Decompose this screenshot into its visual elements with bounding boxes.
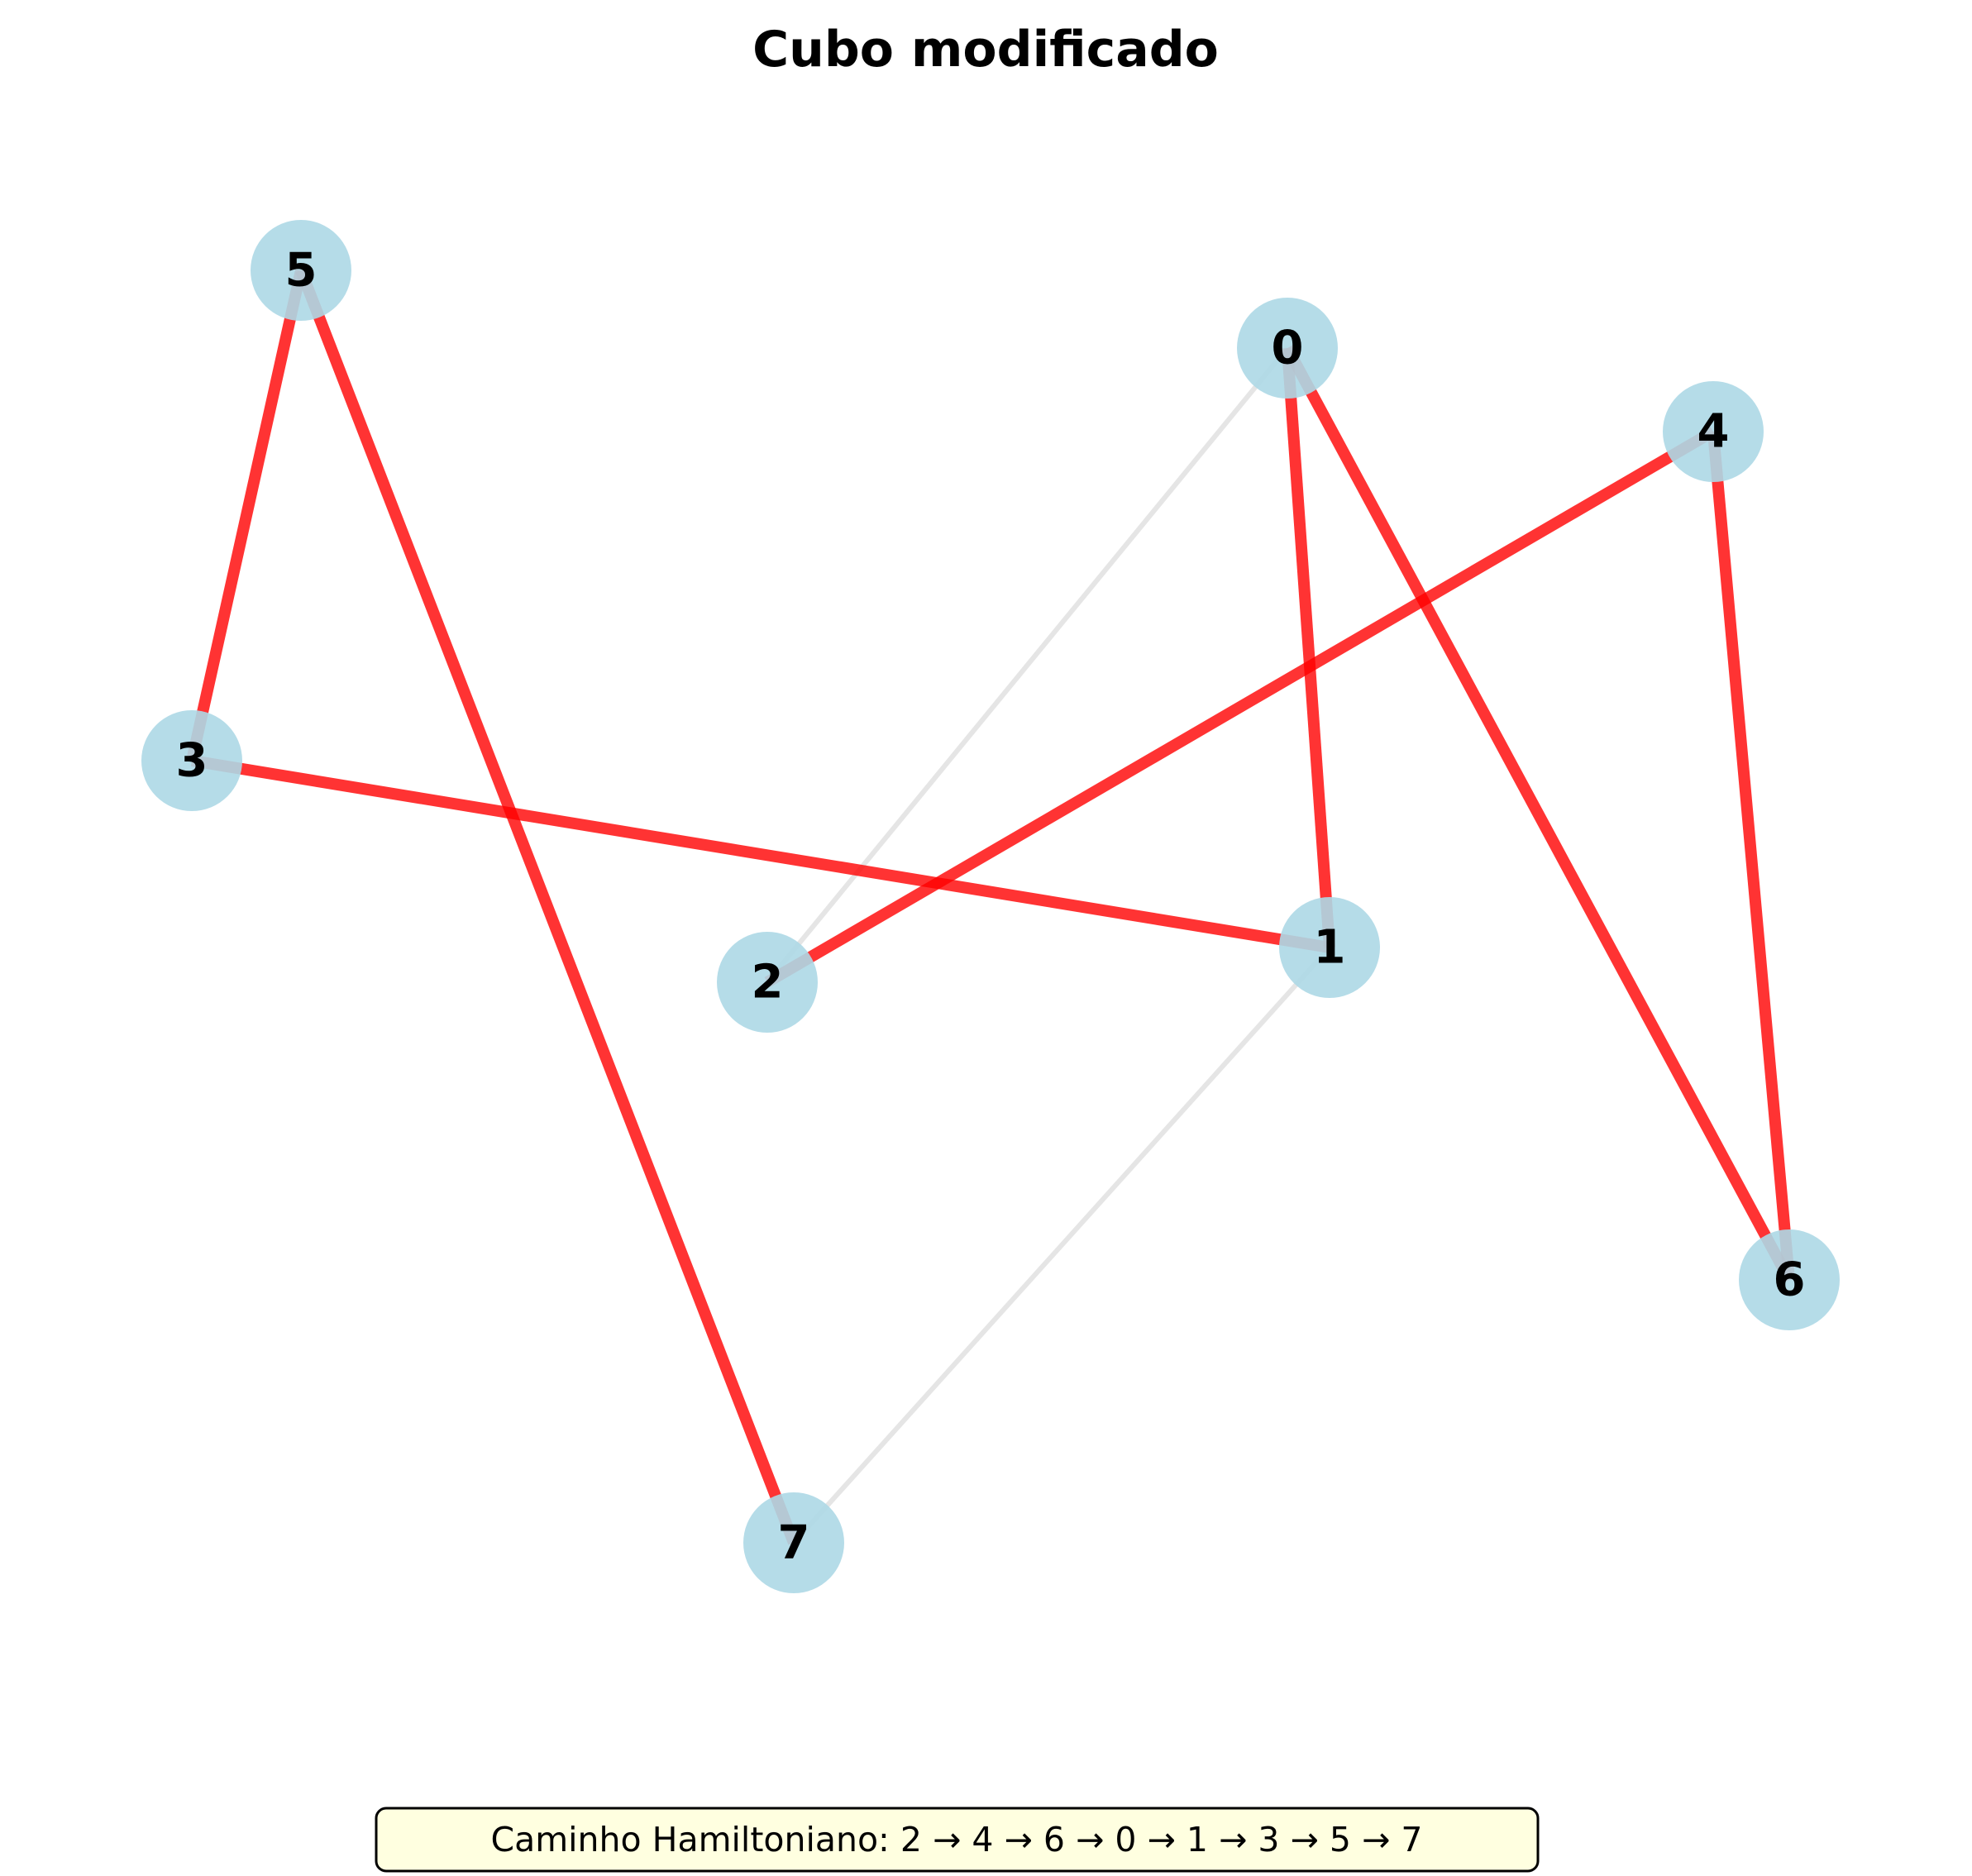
node-circle-7 <box>743 1492 844 1593</box>
node-0: 0 <box>1237 298 1338 399</box>
node-6: 6 <box>1739 1229 1840 1330</box>
node-2: 2 <box>717 932 818 1033</box>
path-edge-3-5 <box>186 269 307 762</box>
node-circle-5 <box>251 220 351 321</box>
edges-layer <box>186 268 1795 1545</box>
node-circle-0 <box>1237 298 1338 399</box>
node-circle-2 <box>717 932 818 1033</box>
path-edge-4-6 <box>1707 431 1795 1281</box>
node-4: 4 <box>1663 381 1764 482</box>
caption-box <box>375 1807 1540 1873</box>
node-1: 1 <box>1279 897 1380 998</box>
path-edge-1-3 <box>190 755 1331 953</box>
node-label-6: 6 <box>1774 1253 1806 1307</box>
caption-text: Caminho Hamiltoniano: 2 → 4 → 6 → 0 → 1 … <box>490 1820 1422 1859</box>
node-label-7: 7 <box>778 1516 810 1570</box>
node-label-2: 2 <box>752 956 784 1010</box>
node-3: 3 <box>141 710 242 811</box>
nodes-layer: 0 1 2 3 4 5 6 7 <box>141 220 1840 1593</box>
node-label-3: 3 <box>176 734 208 788</box>
path-edge-5-7 <box>295 268 800 1545</box>
node-label-1: 1 <box>1314 921 1346 975</box>
node-circle-3 <box>141 710 242 811</box>
diagram-title: Cubo modificado <box>752 21 1219 79</box>
node-label-5: 5 <box>285 244 318 298</box>
edge-1-7 <box>791 945 1332 1545</box>
path-edge-6-0 <box>1282 345 1795 1283</box>
path-edge-0-1 <box>1282 347 1335 948</box>
node-7: 7 <box>743 1492 844 1593</box>
node-label-0: 0 <box>1272 322 1304 375</box>
node-circle-1 <box>1279 897 1380 998</box>
path-caption: Caminho Hamiltoniano: 2 → 4 → 6 → 0 → 1 … <box>375 1807 1540 1873</box>
node-label-4: 4 <box>1697 405 1730 459</box>
node-5: 5 <box>251 220 351 321</box>
node-circle-6 <box>1739 1229 1840 1330</box>
node-circle-4 <box>1663 381 1764 482</box>
path-edge-2-4 <box>764 426 1717 988</box>
edge-0-2 <box>765 346 1290 984</box>
